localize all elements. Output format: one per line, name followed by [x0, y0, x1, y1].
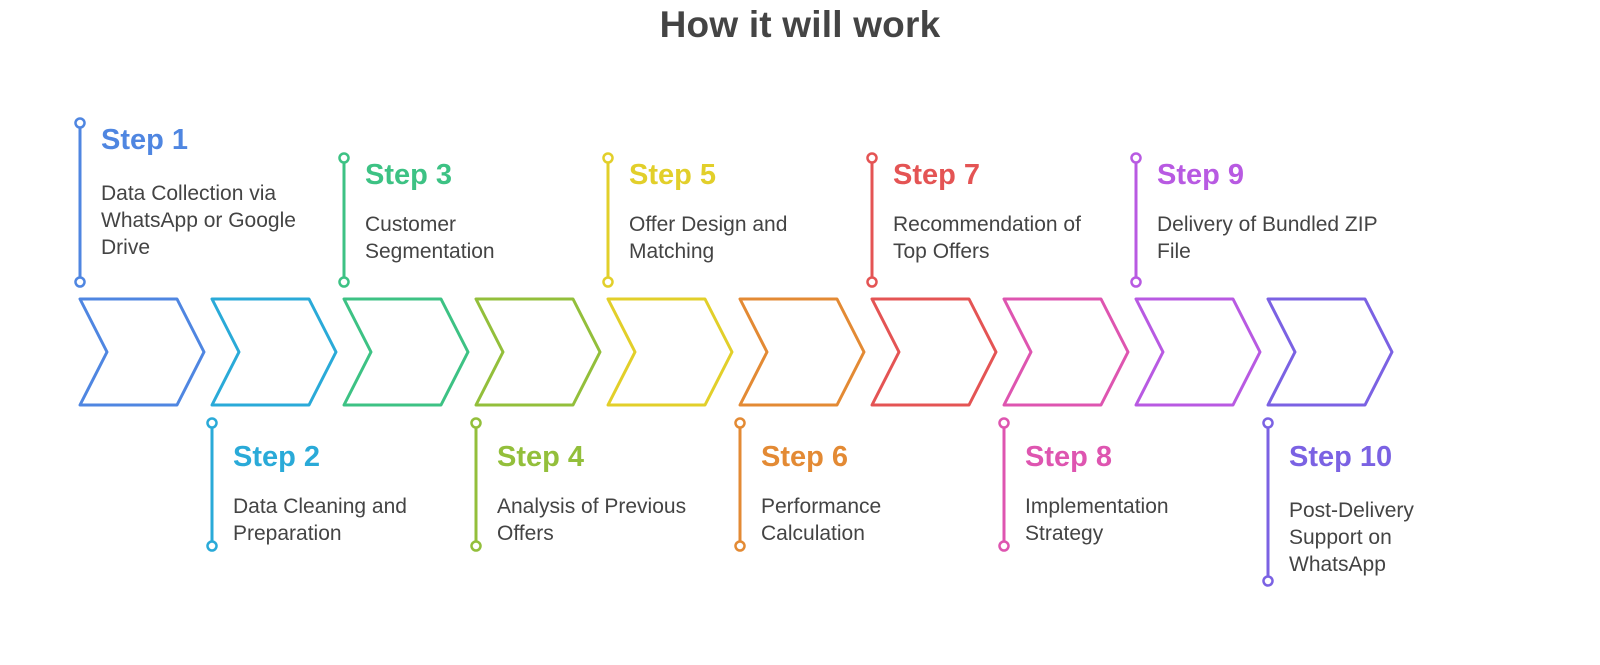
step-5-label: Step 5	[629, 159, 717, 191]
step-8-label: Step 8	[1025, 441, 1113, 473]
marker-lines	[74, 117, 1274, 587]
step-2-chevron	[210, 297, 338, 407]
step-2-description: Data Cleaning and Preparation	[233, 495, 407, 545]
step-4-label: Step 4	[497, 441, 585, 473]
step-1-marker-start-dot	[74, 117, 86, 129]
step-2-label: Step 2	[233, 441, 321, 473]
step-2-marker-end-dot	[206, 540, 218, 552]
step-7-marker-end-dot	[866, 276, 878, 288]
step-7-chevron	[870, 297, 998, 407]
step-1-label: Step 1	[101, 124, 189, 156]
step-10-marker-start-dot	[1262, 417, 1274, 429]
step-3-marker-end-dot	[338, 276, 350, 288]
step-8-marker-start-dot	[998, 417, 1010, 429]
step-3-marker-start-dot	[338, 152, 350, 164]
step-10-label: Step 10	[1289, 441, 1393, 473]
step-9-marker-start-dot	[1130, 152, 1142, 164]
step-3-label: Step 3	[365, 159, 453, 191]
step-1-description: Data Collection via WhatsApp or Google D…	[101, 182, 296, 259]
step-3-chevron	[342, 297, 470, 407]
step-6-marker-start-dot	[734, 417, 746, 429]
step-10-chevron	[1266, 297, 1394, 407]
step-5-chevron	[606, 297, 734, 407]
step-10-marker-end-dot	[1262, 575, 1274, 587]
step-5-marker-start-dot	[602, 152, 614, 164]
step-8-description: Implementation Strategy	[1025, 495, 1169, 545]
step-8-marker-end-dot	[998, 540, 1010, 552]
step-6-marker-end-dot	[734, 540, 746, 552]
step-5-description: Offer Design and Matching	[629, 213, 788, 263]
step-7-label: Step 7	[893, 159, 981, 191]
step-4-marker-end-dot	[470, 540, 482, 552]
step-9-description: Delivery of Bundled ZIP File	[1157, 213, 1378, 263]
step-1-chevron	[78, 297, 206, 407]
step-7-marker-start-dot	[866, 152, 878, 164]
step-9-chevron	[1134, 297, 1262, 407]
step-5-marker-end-dot	[602, 276, 614, 288]
step-1-marker-end-dot	[74, 276, 86, 288]
step-8-chevron	[1002, 297, 1130, 407]
step-2-marker-start-dot	[206, 417, 218, 429]
step-9-marker-end-dot	[1130, 276, 1142, 288]
step-9-label: Step 9	[1157, 159, 1245, 191]
step-6-description: Performance Calculation	[761, 495, 882, 545]
step-7-description: Recommendation of Top Offers	[893, 213, 1081, 263]
step-6-chevron	[738, 297, 866, 407]
diagram-title: How it will work	[659, 4, 941, 45]
step-6-label: Step 6	[761, 441, 849, 473]
step-4-marker-start-dot	[470, 417, 482, 429]
chevron-row	[78, 297, 1394, 407]
step-10-description: Post-Delivery Support on WhatsApp	[1289, 499, 1414, 576]
step-4-description: Analysis of Previous Offers	[497, 495, 687, 545]
step-3-description: Customer Segmentation	[365, 213, 495, 263]
step-4-chevron	[474, 297, 602, 407]
